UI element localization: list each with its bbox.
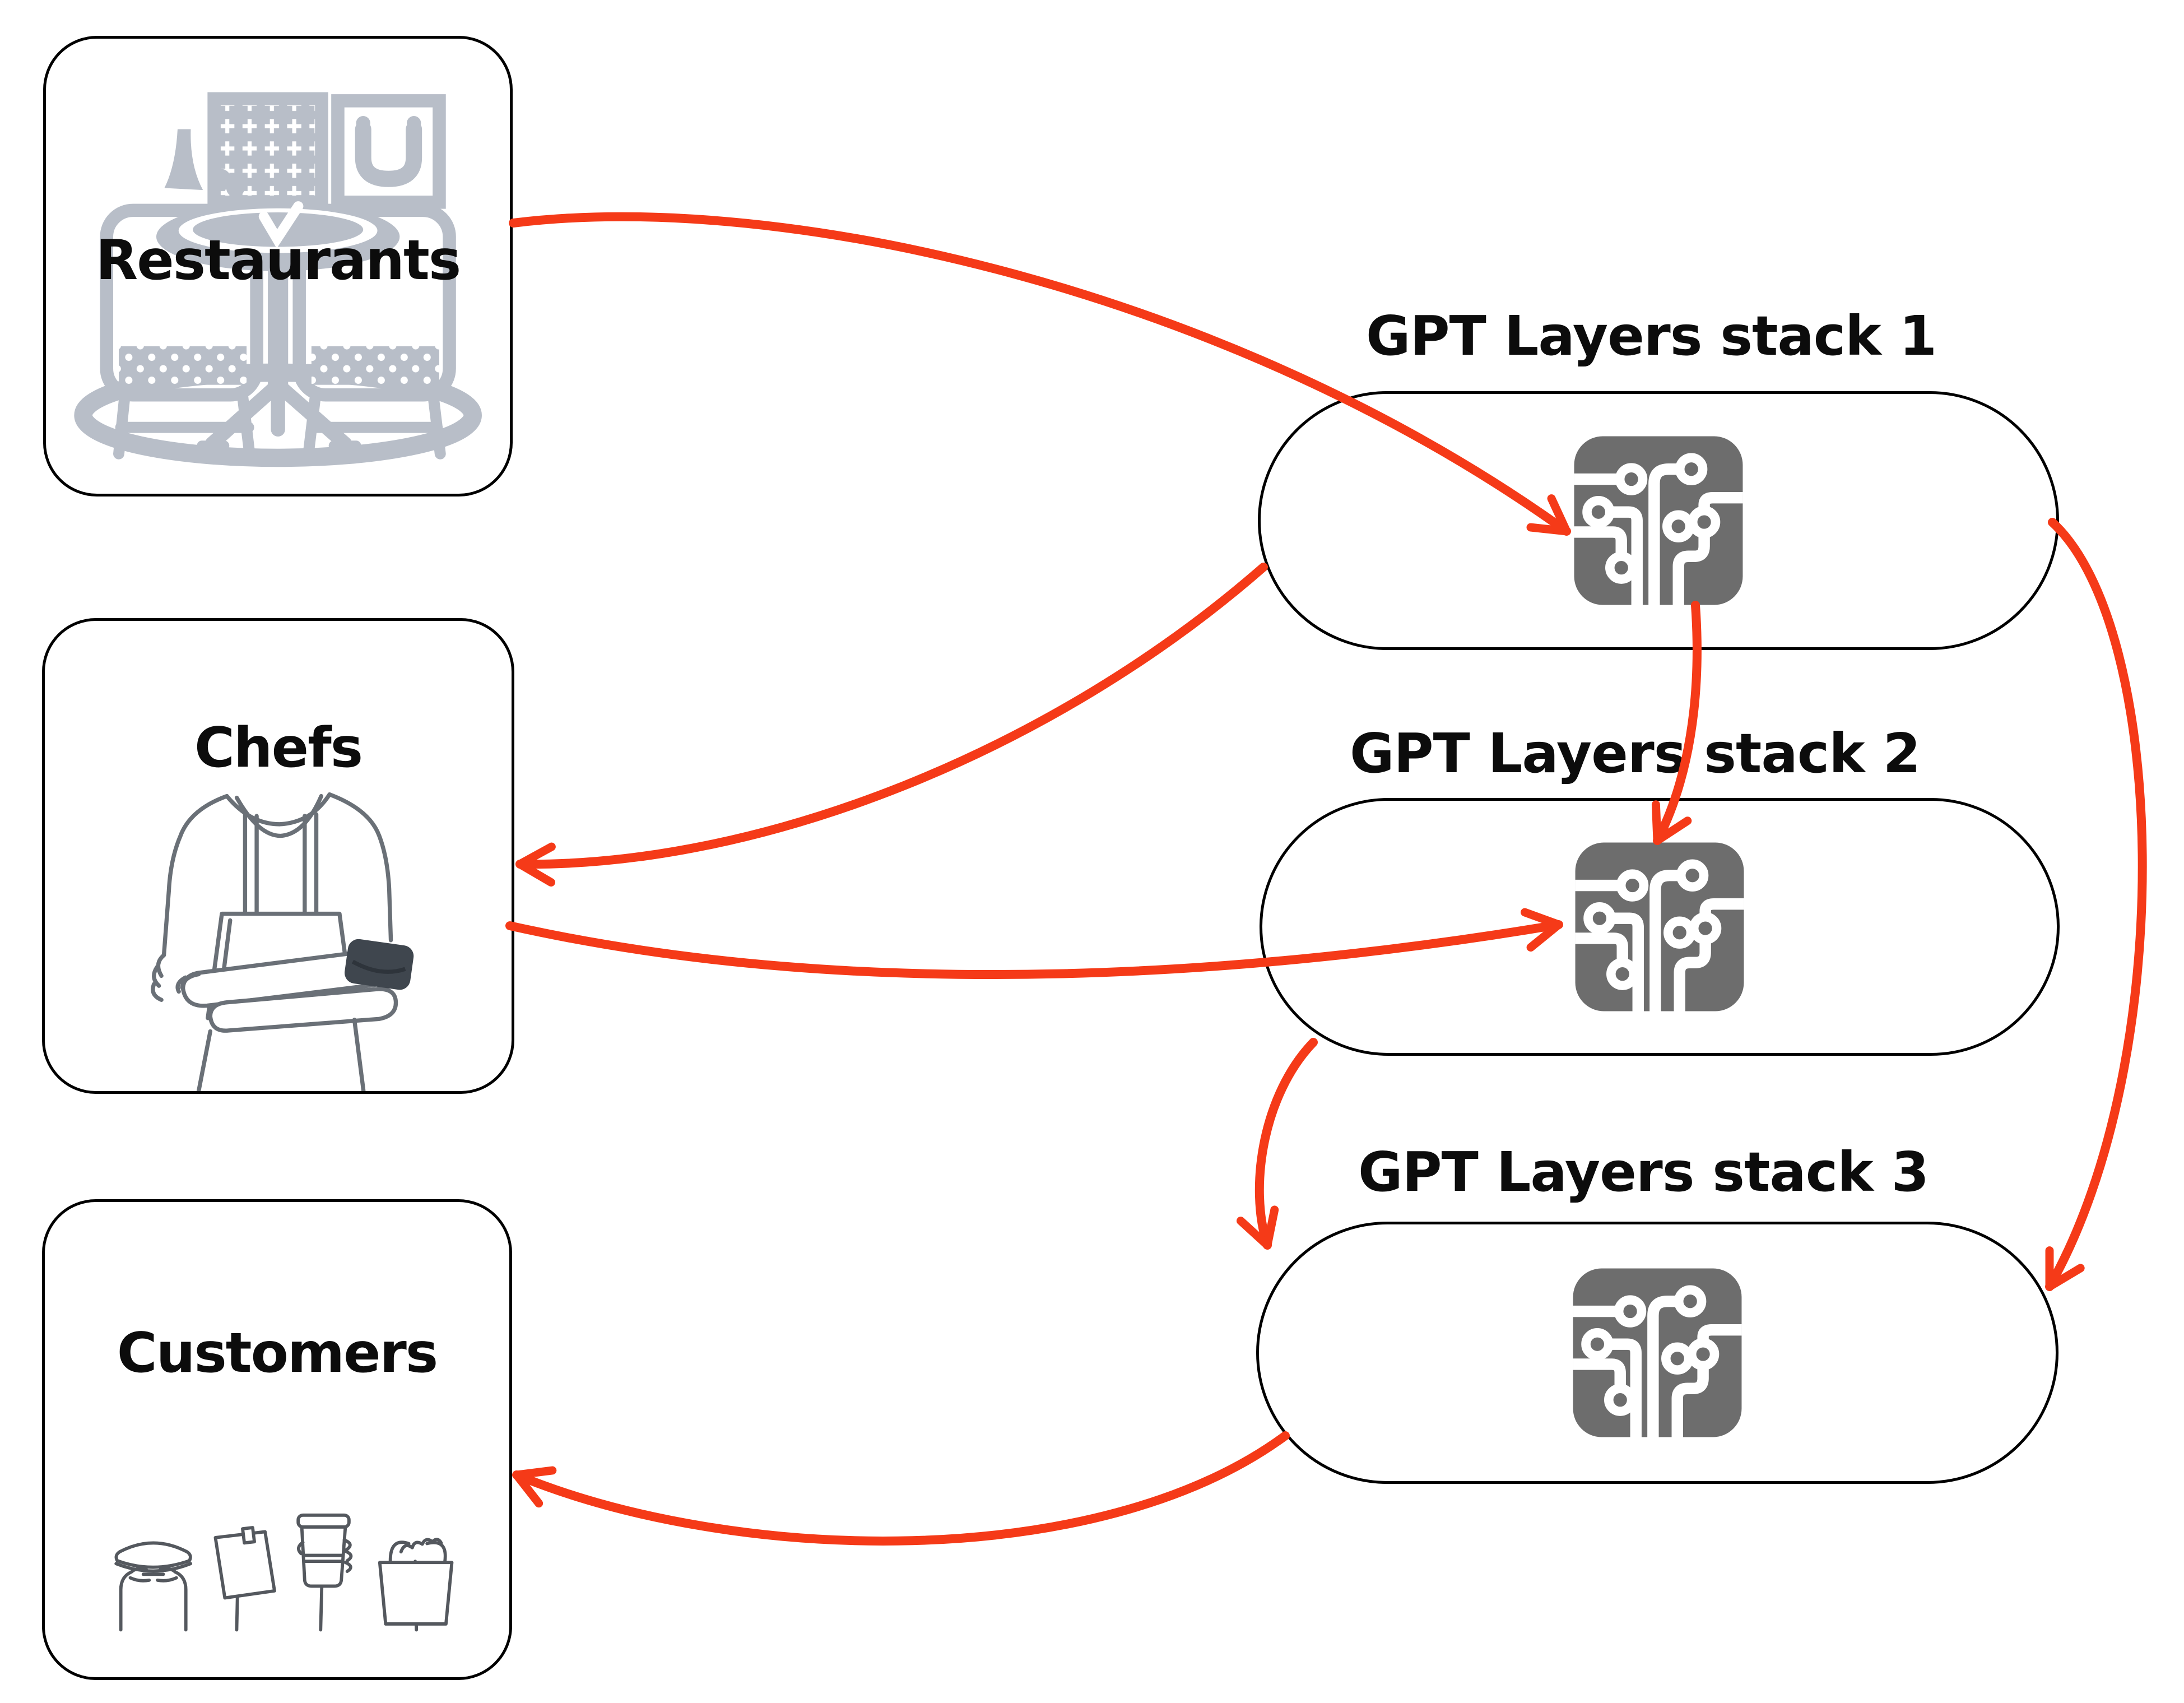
- stack-node-3: [1256, 1222, 2058, 1484]
- arrow-stack-1-to-chefs: [515, 563, 1268, 887]
- entity-card-customers: Customers: [42, 1199, 512, 1680]
- entity-card-restaurants: Restaurants: [43, 36, 513, 496]
- stack-title-2: GPT Layers stack 2: [1349, 722, 1921, 785]
- entity-label: Customers: [117, 1321, 438, 1385]
- entity-label: Chefs: [194, 716, 363, 780]
- arrow-stack-2-to-stack-3: [1237, 1038, 1318, 1250]
- stack-title-3: GPT Layers stack 3: [1358, 1140, 1929, 1204]
- circuit-chip-icon: [1572, 1267, 1743, 1438]
- arrow-stack-3-to-customers: [512, 1431, 1290, 1546]
- stack-title-1: GPT Layers stack 1: [1365, 304, 1937, 368]
- stack-node-2: [1260, 798, 2060, 1056]
- customer-hands-illustration: [114, 1513, 454, 1632]
- stack-node-1: [1258, 391, 2059, 650]
- circuit-chip-icon: [1574, 841, 1745, 1013]
- entity-label: Restaurants: [95, 229, 461, 293]
- chef-illustration: [151, 792, 414, 1091]
- entity-card-chefs: Chefs: [42, 618, 514, 1094]
- circuit-chip-icon: [1573, 435, 1744, 606]
